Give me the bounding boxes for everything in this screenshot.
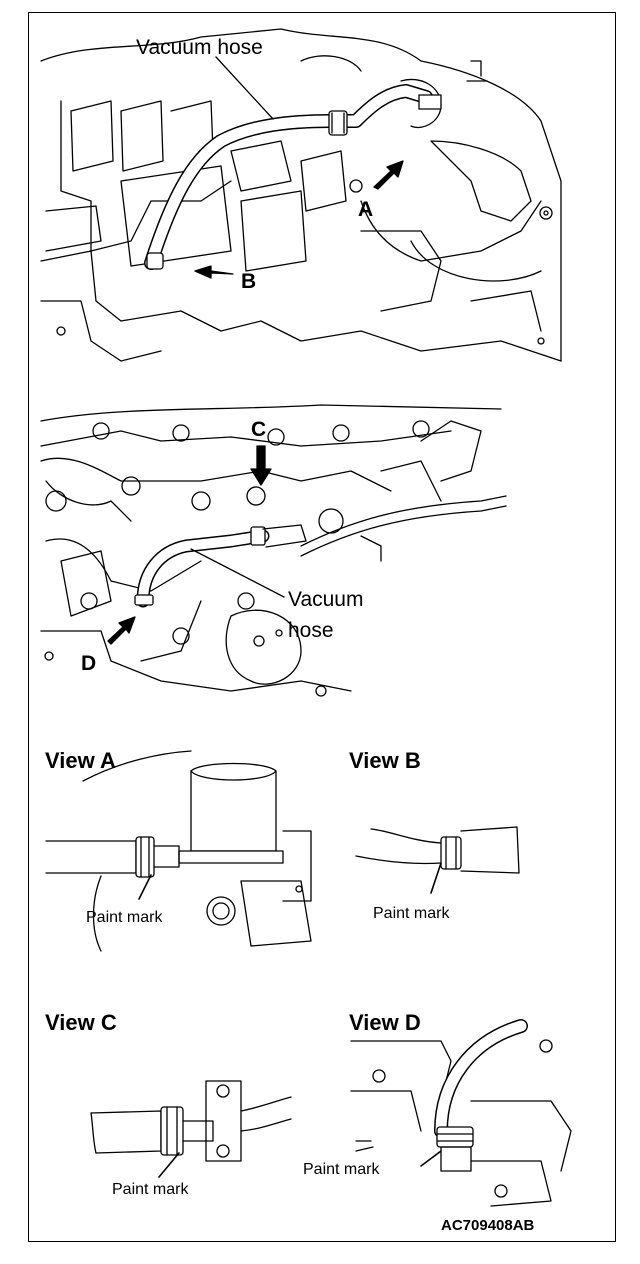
view-c-drawing — [90, 1080, 292, 1178]
arrow-d-label: D — [81, 652, 97, 675]
arrow-a-shape — [373, 160, 404, 190]
view-d-paint-mark: Paint mark — [303, 1161, 380, 1178]
vacuum-hose-top — [144, 78, 442, 270]
arrow-d-shape — [107, 616, 136, 645]
arrow-b-shape — [194, 265, 234, 279]
vacuum-hose-middle — [134, 524, 307, 608]
view-a-paint-mark: Paint mark — [86, 909, 163, 926]
callout-leader-middle — [190, 548, 285, 598]
arrow-b-label: B — [241, 270, 257, 293]
view-b-paint-mark: Paint mark — [373, 905, 450, 922]
vacuum-hose-callout-middle-line2: hose — [288, 619, 334, 642]
vacuum-hose-callout-top: Vacuum hose — [136, 36, 263, 59]
diagram-frame: Vacuum hose A B C Vacuum hose D View A P… — [28, 12, 616, 1242]
figure-code: AC709408AB — [441, 1217, 535, 1234]
view-a-title: View A — [45, 748, 116, 773]
arrow-c-shape — [250, 445, 272, 486]
view-c-paint-mark: Paint mark — [112, 1181, 189, 1198]
line-art — [40, 28, 572, 1207]
engine-block-top — [40, 28, 562, 362]
view-c-title: View C — [45, 1010, 117, 1035]
view-d-title: View D — [349, 1010, 421, 1035]
callout-leader-top — [215, 56, 274, 120]
arrow-a-label: A — [358, 198, 374, 221]
engine-block-middle — [40, 404, 507, 697]
view-d-drawing — [350, 1019, 572, 1207]
view-b-title: View B — [349, 748, 421, 773]
view-a-drawing — [45, 750, 312, 952]
vacuum-hose-callout-middle-line1: Vacuum — [288, 588, 364, 611]
arrow-c-label: C — [251, 418, 267, 441]
view-b-drawing — [355, 826, 520, 894]
